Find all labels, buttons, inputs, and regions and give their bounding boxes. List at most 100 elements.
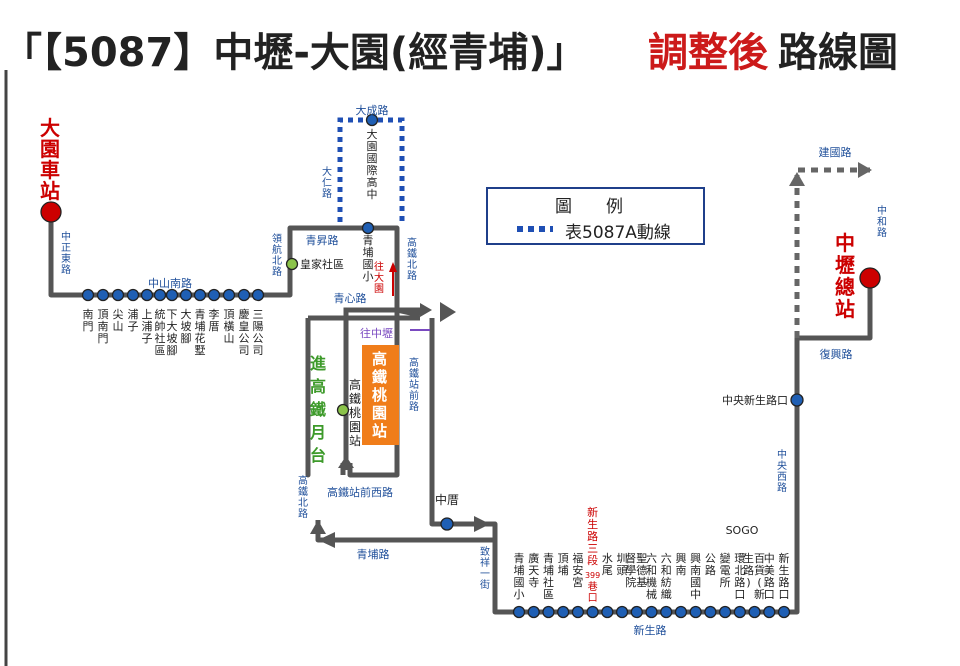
loop-up-segment <box>343 307 420 470</box>
road-qingsheng: 青昇路 <box>306 234 339 247</box>
route-jianguo-dashed <box>794 167 870 338</box>
stop-dayuan-high-label: 大園國際高中 <box>367 127 378 201</box>
stop-south-17 <box>763 605 776 619</box>
stop-south-label-16-col1: 百貨(新 <box>754 552 765 601</box>
stop-south-label-4: 福安宮 <box>572 551 583 589</box>
terminal-west-dot <box>40 201 62 223</box>
road-hsr-north: 高鐵北路 <box>407 236 417 282</box>
stop-west-5 <box>153 288 167 302</box>
stop-south-label-5-num: 399 <box>585 571 600 580</box>
title-suffix: 路線圖 <box>778 30 898 76</box>
stop-south-7 <box>615 605 629 619</box>
stop-south-3 <box>557 605 570 619</box>
stop-south-label-3: 頂埔 <box>558 552 569 577</box>
arrow-zhongcuo-east <box>474 516 490 532</box>
stop-south-label-13: 公路 <box>705 552 716 577</box>
road-zhongyang-west: 中央西路 <box>777 448 787 494</box>
stop-south-16 <box>748 605 761 619</box>
stop-south-label-1: 廣天寺 <box>528 551 539 589</box>
legend-box <box>486 187 705 245</box>
hsr-platform-label: 進高鐵月台 <box>310 354 327 465</box>
hsr-station-box-label: 高鐵桃園站 <box>372 350 388 440</box>
stop-west-12 <box>251 288 265 302</box>
road-linghang-north: 領航北路 <box>272 232 282 278</box>
stop-zhongyang-xinsheng-label: 中央新生路口 <box>722 393 788 407</box>
to-zhongli-label: 往中壢 <box>360 327 393 340</box>
stop-west-11 <box>237 288 251 302</box>
stop-south-label-5-sub: 巷口 <box>588 581 598 604</box>
stop-west-4 <box>140 288 154 302</box>
stop-west-6 <box>165 288 179 302</box>
stop-south-label-11: 興南 <box>675 552 686 577</box>
stop-west-1 <box>96 288 110 302</box>
stop-huangjia-label: 皇家社區 <box>300 257 344 271</box>
road-xinsheng: 新生路 <box>634 623 667 637</box>
stop-south-4 <box>571 605 585 619</box>
hsr-stop-label: 高鐵桃園站 <box>349 378 362 448</box>
terminal-west-label: 大園車站 <box>40 116 60 203</box>
road-zhongzheng-east: 中正東路 <box>61 230 71 276</box>
terminal-east-dot <box>859 267 881 289</box>
road-hsr-station-front: 高鐵站前路 <box>409 356 419 413</box>
stop-sogo-label: SOGO <box>726 524 759 537</box>
stop-hsr-dot <box>336 403 350 417</box>
arrow-loop-up <box>338 456 354 468</box>
stop-west-10 <box>222 288 236 302</box>
stop-west-8 <box>193 288 207 302</box>
stop-south-label-18: 新生路口 <box>779 551 790 601</box>
road-qingxin: 青心路 <box>334 292 367 305</box>
road-zhonghe: 中和路 <box>877 204 887 239</box>
stop-south-label-6: 水尾 <box>602 552 613 577</box>
stop-south-label-14: 變電所 <box>720 551 731 589</box>
stop-zhongyang-xinsheng-dot <box>790 393 804 407</box>
stop-south-10 <box>660 605 673 619</box>
road-jianguo: 建國路 <box>819 145 852 159</box>
stop-south-label-12: 興南國中 <box>690 552 701 601</box>
stop-west-label-2: 尖山 <box>113 308 124 333</box>
road-daren: 大仁路 <box>322 165 332 200</box>
road-zhongshan-south: 中山南路 <box>148 277 192 290</box>
stop-west-label-3: 浦子 <box>128 308 139 333</box>
stop-south-11 <box>674 605 688 619</box>
stop-south-label-7: 圳頭 <box>617 552 628 577</box>
stop-west-label-6: 下大坡腳 <box>167 308 178 357</box>
stop-west-label-12: 三陽公司 <box>253 308 264 357</box>
stop-south-1 <box>527 605 540 619</box>
title-bar: 「【5087】中壢-大園(經青埔)」 調整後 路線圖 <box>0 14 960 84</box>
stop-west-label-4: 上浦子 <box>142 308 153 345</box>
stop-south-label-16-col2: 生路) <box>743 551 754 589</box>
stop-qingpu-elem-label: 青埔國小 <box>363 234 374 283</box>
arrow-jianguo-east <box>858 162 872 178</box>
stop-south-label-2: 青埔社區 <box>543 552 554 601</box>
stop-south-14 <box>718 605 732 619</box>
hsr-inner-loop <box>343 307 420 470</box>
stop-zhongcuo-dot <box>440 517 454 531</box>
stop-west-9 <box>207 288 221 302</box>
stop-west-0 <box>81 288 95 302</box>
stop-dayuan-high-dot <box>365 113 379 127</box>
stop-south-label-8-col2: 督學院 <box>625 551 636 589</box>
route-jianguo-branch <box>794 167 870 338</box>
stop-west-label-11: 慶皇公司 <box>239 307 250 357</box>
labels-layer: 南門頂南門尖山浦子上浦子統帥社區下大坡腳大坡腳青埔花墅李厝頂橫山慶皇公司三陽公司… <box>61 103 887 637</box>
stop-south-12 <box>689 605 702 619</box>
stop-south-6 <box>601 605 614 619</box>
stop-qingpu-elem-dot <box>361 221 375 235</box>
stop-west-7 <box>179 288 193 302</box>
stop-south-label-15: 環北路口 <box>734 552 745 601</box>
stop-south-5 <box>586 605 599 619</box>
title-prefix: 「【5087】中壢-大園(經青埔)」 <box>2 30 587 76</box>
stop-west-label-1: 頂南門 <box>98 308 109 345</box>
stop-south-9 <box>645 605 658 619</box>
road-zhixiang-1st: 致祥一街 <box>480 545 490 591</box>
stop-south-label-10: 六和紡織 <box>661 552 672 601</box>
stop-west-3 <box>126 288 140 302</box>
stop-south-18 <box>777 605 791 619</box>
arrow-qingpu-west <box>318 532 335 548</box>
stop-south-label-9: 六和機械 <box>646 552 657 601</box>
road-hsr-north-2: 高鐵北路 <box>298 474 308 520</box>
stop-south-13 <box>704 605 717 619</box>
stop-west-label-10: 頂橫山 <box>224 308 235 345</box>
road-qingpu: 青埔路 <box>357 548 390 561</box>
